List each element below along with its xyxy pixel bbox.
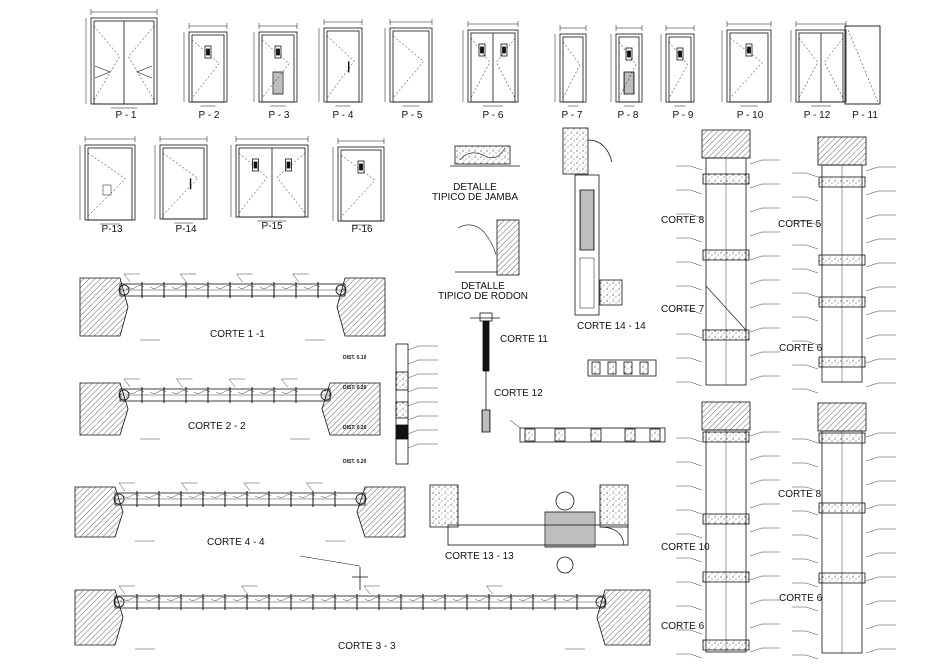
detail-rodon-title-1: DETALLE [461,281,505,292]
door-p5-elevation [384,19,433,107]
section-c8-c6-vertical [792,402,896,660]
section-title-c3: CORTE 3 - 3 [338,641,396,652]
detail-drawings [395,127,666,574]
section-c4-drawing [74,482,406,542]
section-title-c7: CORTE 7 [661,304,705,315]
section-c8-c7-vertical [676,129,780,387]
door-p14-elevation [154,136,208,224]
detail-rodon-title-2: TIPICO DE RODON [437,291,529,302]
section-title-c8a: CORTE 8 [661,215,705,226]
door-label-p16: P-16 [351,224,373,235]
section-c5-c6-vertical [792,136,896,394]
door-label-p7: P - 7 [561,110,583,121]
door-p2-elevation [183,23,228,107]
section-title-c6b: CORTE 6 [661,621,705,632]
door-label-p1: P - 1 [115,110,137,121]
door-p6-elevation [462,21,519,107]
vertical-sections [676,129,896,660]
door-label-p6: P - 6 [482,110,504,121]
section-c1-drawing [79,273,386,341]
door-label-p2: P - 2 [198,110,220,121]
section-c13-drawing [429,484,629,574]
dim-tag-4: DIST. 0.20 [343,459,367,465]
door-p1-elevation [85,9,158,109]
detail-jamba-title-2: TIPICO DE JAMBA [431,192,519,203]
door-label-p15: P-15 [261,221,283,232]
door-label-p4: P - 4 [332,110,354,121]
door-p4-elevation [318,19,363,107]
door-label-p10: P - 10 [736,110,764,121]
dim-tag-1: DIST. 0.10 [343,355,367,361]
door-label-p8: P - 8 [617,110,639,121]
door-p3-elevation [253,23,298,107]
section-title-c13: CORTE 13 - 13 [445,551,514,562]
rodon-detail [455,219,520,276]
door-label-p3: P - 3 [268,110,290,121]
jamba-detail [450,145,520,167]
hardware-cross-sections [509,359,666,443]
door-p7-elevation [554,25,587,107]
detail-jamba-title-1: DETALLE [453,182,497,193]
door-p9-elevation [660,25,695,107]
section-title-c14: CORTE 14 - 14 [577,321,646,332]
door-label-p9: P - 9 [672,110,694,121]
door-p13-elevation [79,136,136,225]
door-elevations [79,9,881,226]
dim-tag-3: DIST. 0.20 [343,425,367,431]
section-title-c10: CORTE 10 [661,542,710,553]
jamb-vertical-detail [395,343,438,465]
section-c10-c6-vertical [676,401,780,659]
section-title-c8b: CORTE 8 [778,489,822,500]
dim-tag-2: DIST. 0.20 [343,385,367,391]
door-label-p5: P - 5 [401,110,423,121]
door-label-p14: P-14 [175,224,197,235]
rod-section-c11-c12 [470,312,500,433]
section-c14-drawing [562,127,623,316]
section-c2-drawing [79,378,381,440]
door-p16-elevation [332,138,385,226]
section-title-c6c: CORTE 6 [779,593,823,604]
door-label-p13: P-13 [101,224,123,235]
door-p10-elevation [721,21,772,107]
door-p12-elevation [790,21,847,107]
section-title-c1: CORTE 1 -1 [210,329,265,340]
section-c3-drawing [74,585,651,650]
section-title-c5: CORTE 5 [778,219,822,230]
door-p8-elevation [610,25,643,107]
section-title-c6a: CORTE 6 [779,343,823,354]
door-label-p12: P - 12 [803,110,831,121]
section-drawings [74,273,651,650]
section-title-c2: CORTE 2 - 2 [188,421,246,432]
door-label-p11: P - 11 [852,110,878,121]
section-title-c12: CORTE 12 [494,388,543,399]
section-title-c11: CORTE 11 [500,334,548,345]
door-p15-elevation [230,136,309,222]
section-title-c4: CORTE 4 - 4 [207,537,265,548]
